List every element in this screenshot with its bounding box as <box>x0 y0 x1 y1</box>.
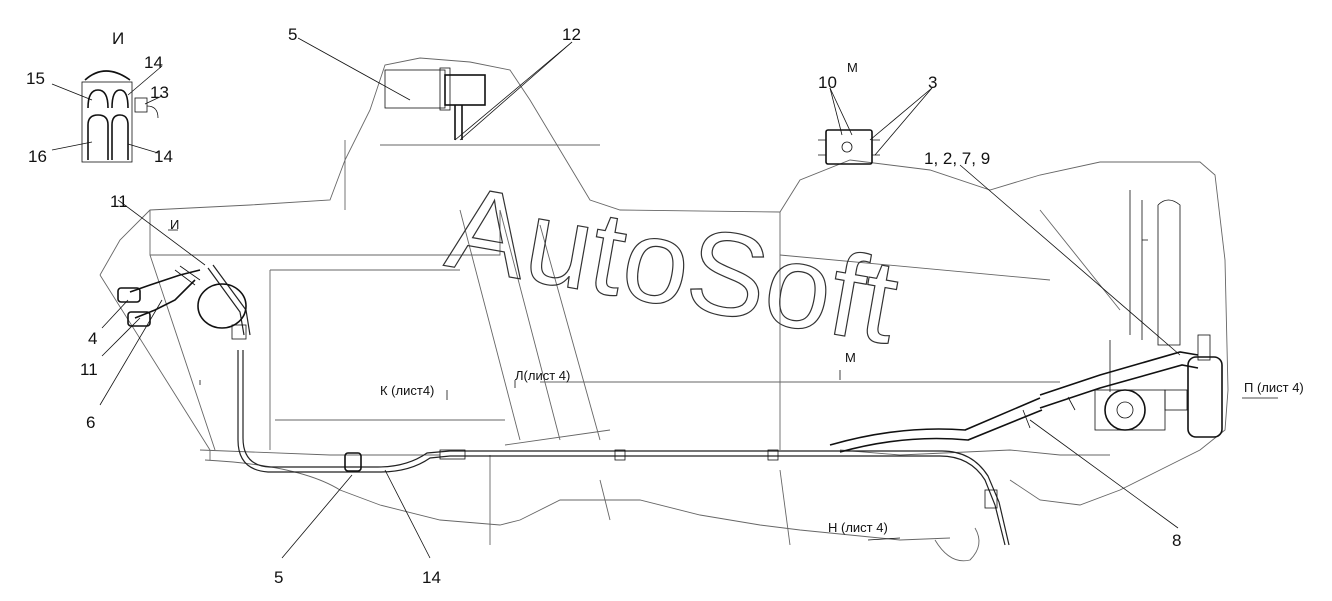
callout-11-top: 11 <box>110 192 128 211</box>
callout-8: 8 <box>1172 531 1181 550</box>
callout-i-title: И <box>112 29 124 48</box>
callout-16: 16 <box>28 147 47 166</box>
callout-1-2-7-9: 1, 2, 7, 9 <box>924 149 990 168</box>
left-sensor <box>117 265 247 340</box>
callout-10: 10 <box>818 73 837 92</box>
watermark-text: AutoSoft <box>439 161 908 370</box>
leader-lines <box>51 37 1278 559</box>
callout-14-b: 14 <box>154 147 173 166</box>
callout-15: 15 <box>26 69 45 88</box>
callout-5-top: 5 <box>288 25 297 44</box>
callout-6: 6 <box>86 413 95 432</box>
callout-14-a: 14 <box>144 53 163 72</box>
detail-m <box>818 129 880 165</box>
right-unit <box>829 190 1223 453</box>
callout-p: П (лист 4) <box>1244 380 1304 395</box>
callout-l: Л(лист 4) <box>515 368 570 383</box>
top-component <box>384 67 486 140</box>
callout-11-bottom: 11 <box>80 360 98 379</box>
vehicle-outline <box>99 57 1229 562</box>
callout-12: 12 <box>562 25 581 44</box>
callout-13: 13 <box>150 83 169 102</box>
callout-4: 4 <box>88 329 97 348</box>
callout-i-mark: И <box>170 217 179 232</box>
fittings <box>344 449 998 509</box>
callout-m-mark: М <box>845 350 856 365</box>
callout-m-title: М <box>847 60 858 75</box>
callout-3: 3 <box>928 73 937 92</box>
callout-k: К (лист4) <box>380 383 434 398</box>
detail-i <box>81 70 159 163</box>
callout-5-bottom: 5 <box>274 568 283 587</box>
callout-n: Н (лист 4) <box>828 520 888 535</box>
callout-14-bottom: 14 <box>422 568 441 587</box>
